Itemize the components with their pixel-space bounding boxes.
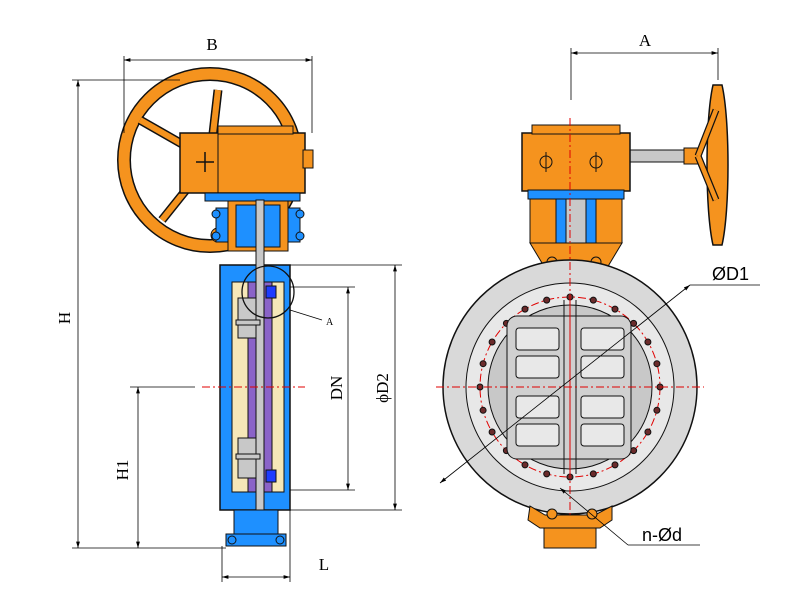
label-phi-d2: ϕD2: [373, 373, 392, 403]
label-a: A: [639, 31, 652, 50]
bolt-hole: [543, 296, 551, 304]
detail-circle: [241, 265, 295, 319]
dimension-h: H: [55, 79, 226, 549]
dimension-l: L: [221, 510, 329, 582]
bolt-hole: [644, 338, 652, 346]
label-n-d: n-Ød: [642, 525, 682, 545]
gearbox-front: [521, 124, 631, 200]
dimension-dn: DN: [290, 286, 355, 491]
bolt-hole: [611, 305, 619, 313]
label-h1: H1: [113, 460, 132, 481]
dimension-n-d: n-Ød: [559, 487, 700, 546]
label-dn: DN: [327, 376, 346, 401]
bolt-hole: [521, 461, 529, 469]
gearbox-side: [179, 125, 314, 202]
bolt-hole: [488, 338, 496, 346]
bolt-hole: [589, 296, 597, 304]
bolt-hole: [611, 461, 619, 469]
dimension-a: A: [570, 31, 719, 100]
bolt-hole: [653, 406, 661, 414]
label-b: B: [206, 35, 217, 54]
bolt-hole: [521, 305, 529, 313]
dimension-h1: H1: [113, 386, 195, 548]
handwheel-front: [627, 84, 729, 246]
bolt-hole: [589, 470, 597, 478]
front-view: A: [436, 31, 760, 549]
bottom-flange-side: [225, 509, 287, 547]
yoke-front: [529, 198, 623, 269]
side-view: B H H1 DN ϕD2: [55, 35, 402, 582]
label-phi-d1: ØD1: [712, 264, 749, 284]
dimension-b: B: [123, 35, 313, 133]
dimension-d2: ϕD2: [290, 264, 402, 511]
label-detail-a: A: [326, 317, 334, 328]
bolt-hole: [653, 360, 661, 368]
label-h: H: [55, 312, 74, 324]
dimension-d1: ØD1: [439, 264, 760, 484]
bolt-hole: [630, 319, 638, 327]
bolt-hole: [479, 406, 487, 414]
bolt-hole: [543, 470, 551, 478]
label-l: L: [319, 555, 329, 574]
detail-a-leader: A: [289, 309, 334, 328]
bolt-hole: [479, 360, 487, 368]
bolt-hole: [488, 428, 496, 436]
bolt-hole: [644, 428, 652, 436]
